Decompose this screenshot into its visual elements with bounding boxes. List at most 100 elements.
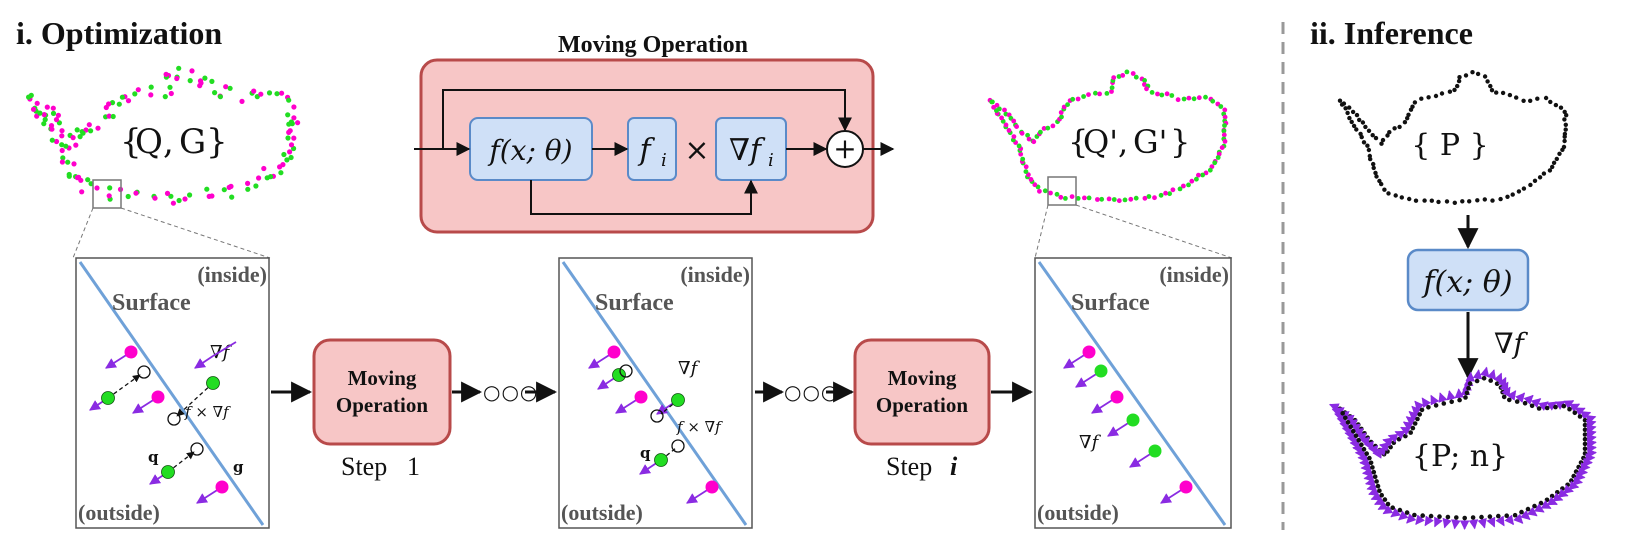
cloud-point	[73, 142, 79, 148]
cloud-point	[1536, 406, 1542, 411]
cloud-point	[1011, 118, 1017, 124]
cloud-point	[34, 100, 40, 106]
cloud-point	[1489, 88, 1495, 93]
cloud-point	[1501, 394, 1507, 400]
cloud-point	[1557, 151, 1562, 156]
cloud-point	[1041, 125, 1047, 131]
cloud-point	[59, 128, 65, 134]
cloud-point	[1447, 89, 1453, 94]
cloud-point	[1343, 415, 1348, 421]
cloud-point	[1351, 428, 1356, 434]
zoom-line	[1034, 204, 1049, 259]
cloud-point	[187, 78, 193, 84]
outside-label: (outside)	[1037, 500, 1119, 525]
cloud-point	[1407, 196, 1412, 202]
cloud-point	[1522, 400, 1528, 406]
cloud-point	[1500, 389, 1505, 395]
target-point	[190, 442, 204, 456]
outside-label: (outside)	[78, 500, 160, 525]
move-arrow	[176, 382, 214, 417]
cloud-point	[1354, 112, 1360, 118]
cloud-point	[1086, 92, 1091, 97]
cloud-point	[1569, 478, 1574, 483]
cloud-point	[1582, 418, 1588, 423]
cloud-point	[1186, 95, 1192, 101]
cloud-point	[1439, 91, 1445, 96]
cloud-point	[1410, 104, 1415, 109]
cloud-point	[1470, 70, 1475, 75]
cloud-point	[1393, 193, 1398, 198]
move-arrow	[167, 451, 195, 473]
target-point	[619, 364, 633, 378]
cloud-point	[1412, 512, 1417, 518]
cloud-point	[37, 110, 43, 116]
cloud-point	[1203, 94, 1208, 100]
cloud-point	[1363, 124, 1368, 130]
cloud-point	[278, 170, 284, 176]
cloud-point	[1572, 410, 1578, 416]
cloud-point	[1544, 497, 1550, 503]
cloud-point	[1391, 440, 1397, 446]
cloud-point	[1037, 188, 1042, 194]
cloud-point	[152, 195, 158, 201]
cloud-point	[1396, 436, 1402, 442]
cloud-point	[1417, 412, 1422, 417]
g-point	[705, 480, 719, 494]
cloud-point	[1361, 446, 1367, 452]
cloud-point	[1379, 141, 1384, 146]
inference-network-label: f(x; θ)	[1421, 265, 1512, 300]
cloud-point	[1475, 71, 1481, 77]
target-point	[671, 439, 685, 453]
cloud-point	[1562, 138, 1567, 144]
cloud-point	[53, 117, 60, 123]
cloud-point	[1553, 102, 1559, 108]
cloud-point	[1349, 119, 1354, 125]
cloud-point	[1014, 124, 1019, 129]
q-point	[671, 393, 685, 407]
cloud-point	[1181, 96, 1187, 102]
cloud-point	[1457, 75, 1462, 80]
right-brace-open: {	[1068, 123, 1088, 161]
cloud-point	[1577, 414, 1583, 419]
right-g-label: G'	[1133, 123, 1167, 161]
cloud-point	[1109, 85, 1115, 91]
stepi-op-line2: Operation	[876, 393, 968, 417]
cloud-point	[1059, 114, 1064, 120]
cloud-point	[1562, 117, 1567, 122]
cloud-point	[1498, 196, 1503, 202]
cloud-point	[1196, 172, 1201, 178]
cloud-point	[1367, 455, 1372, 461]
cloud-point	[291, 115, 297, 121]
cloud-point	[1093, 90, 1098, 96]
cloud-point	[286, 97, 292, 103]
cloud-point	[1152, 195, 1157, 201]
cloud-point	[1086, 195, 1092, 201]
cloud-point	[176, 65, 182, 71]
cloud-point	[285, 135, 291, 141]
cloud-point	[1554, 156, 1560, 162]
cloud-point	[1387, 130, 1392, 135]
inference-network-box	[1406, 248, 1530, 312]
inference-grad-label: ∇f	[1494, 327, 1529, 360]
cloud-point	[1058, 194, 1064, 200]
cloud-point	[132, 91, 138, 97]
cloud-point	[168, 193, 174, 199]
cloud-point	[1352, 417, 1358, 423]
cloud-point	[1404, 510, 1410, 515]
cloud-point	[1405, 116, 1410, 121]
cloud-point	[65, 159, 71, 165]
cloud-point	[60, 155, 66, 161]
cloud-point	[1048, 190, 1053, 196]
stepi-op-line1: Moving	[888, 366, 957, 390]
cloud-point	[1403, 433, 1408, 439]
cloud-point	[1537, 175, 1543, 180]
q-point	[1094, 364, 1108, 378]
cloud-point	[1177, 186, 1183, 192]
cloud-point	[1578, 460, 1584, 465]
cloud-point	[1345, 110, 1350, 116]
cloud-point	[1512, 512, 1518, 518]
cloud-point	[1500, 90, 1506, 96]
cloud-point	[286, 121, 292, 127]
q-label: q	[148, 448, 159, 466]
